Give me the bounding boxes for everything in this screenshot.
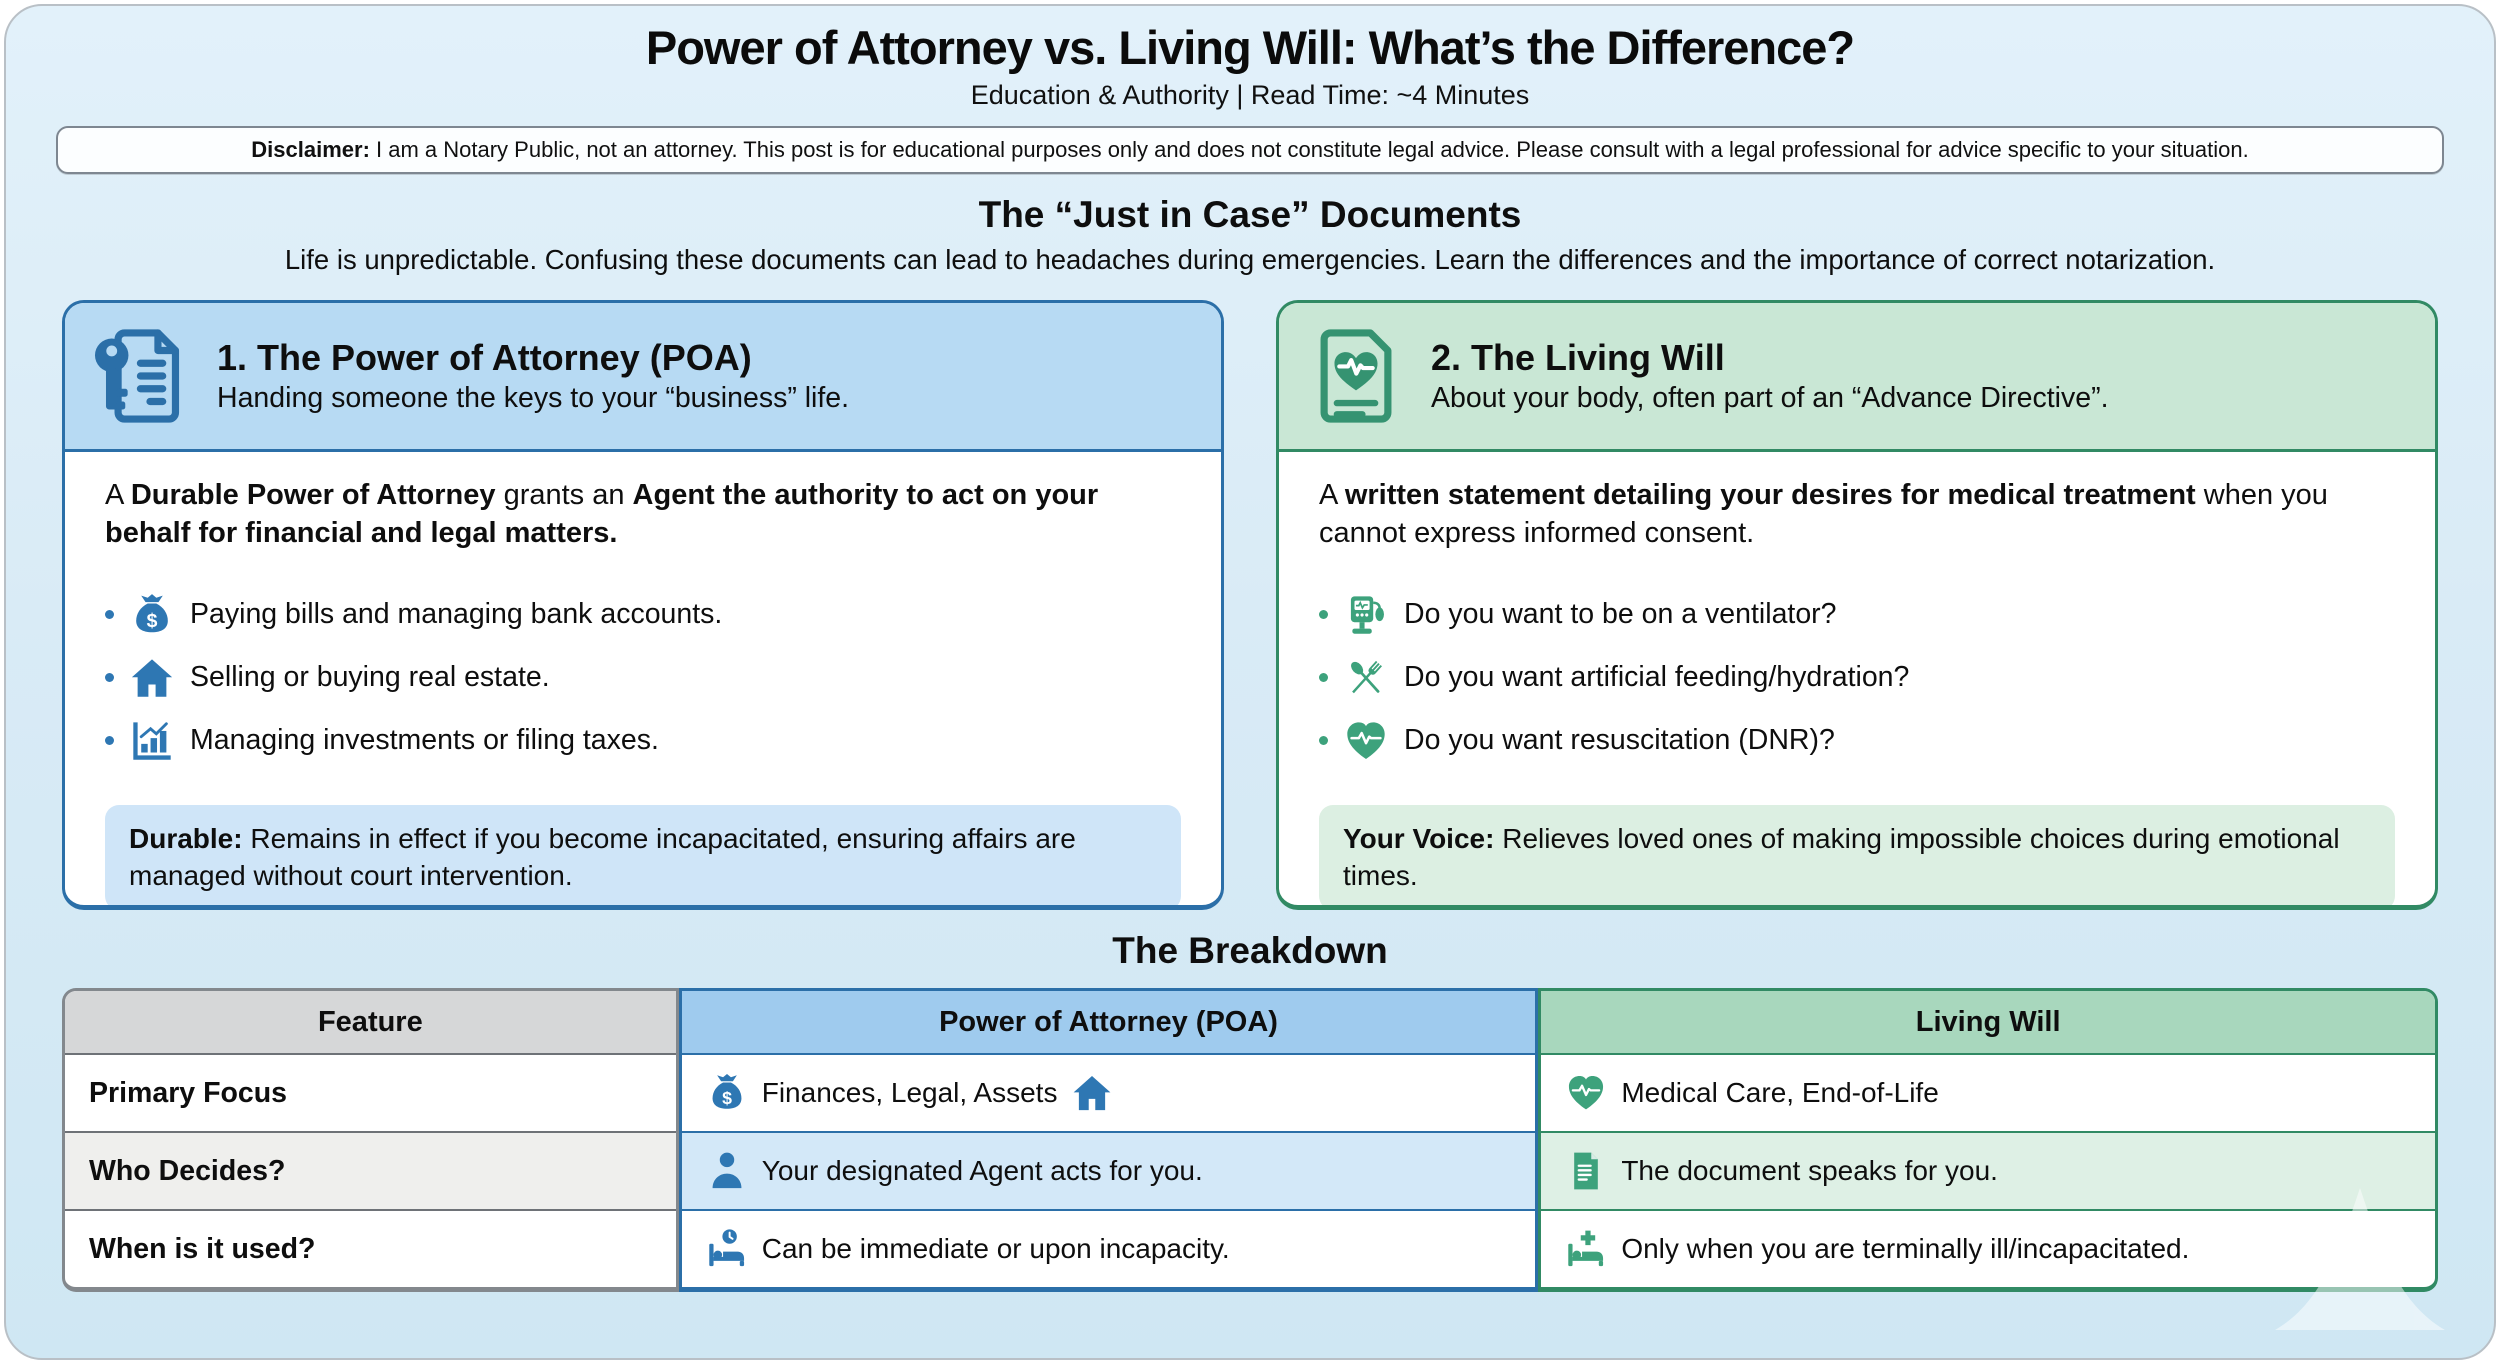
document-icon — [1565, 1150, 1607, 1192]
poa-bullet-investments: Managing investments or filing taxes. — [105, 718, 1181, 764]
poa-card-subtitle: Handing someone the keys to your “busine… — [217, 382, 850, 415]
house-icon — [1071, 1072, 1113, 1114]
breakdown-heading: The Breakdown — [1112, 930, 1388, 971]
money-bag-icon: $ — [706, 1072, 748, 1114]
page-subtitle: Education & Authority | Read Time: ~4 Mi… — [970, 80, 1530, 110]
lw-bullet-feeding: Do you want artificial feeding/hydration… — [1319, 655, 2395, 701]
living-will-highlight-box: Your Voice: Relieves loved ones of makin… — [1319, 804, 2395, 905]
section-subtext: Life is unpredictable. Confusing these d… — [284, 244, 2216, 275]
poa-bullet-realestate: Selling or buying real estate. — [105, 655, 1181, 701]
lw-cell-when-used: Only when you are terminally ill/incapac… — [1541, 1211, 2435, 1287]
cell-text: Medical Care, End-of-Life — [1621, 1077, 1939, 1108]
person-icon — [706, 1150, 748, 1192]
bullet-text: Do you want to be on a ventilator? — [1404, 598, 1837, 631]
bed-clock-icon — [706, 1228, 748, 1270]
svg-text:$: $ — [722, 1088, 732, 1108]
disclaimer-box: Disclaimer: I am a Notary Public, not an… — [56, 126, 2444, 174]
bullet-dot — [1319, 610, 1328, 620]
living-will-card-header-text: 2. The Living Will About your body, ofte… — [1431, 337, 2109, 415]
feature-cell-primary-focus: Primary Focus — [65, 1055, 676, 1133]
heart-pulse-icon — [1565, 1072, 1607, 1114]
money-bag-icon: $ — [129, 592, 175, 638]
poa-cell-primary-focus: $ Finances, Legal, Assets — [681, 1055, 1536, 1133]
bullet-dot — [105, 610, 114, 620]
lw-cell-primary-focus: Medical Care, End-of-Life — [1541, 1055, 2435, 1133]
cell-text: Finances, Legal, Assets — [761, 1077, 1058, 1108]
living-will-card-title: 2. The Living Will — [1431, 336, 1725, 378]
bullet-text: Do you want resuscitation (DNR)? — [1404, 724, 1835, 757]
feature-cell-who-decides: Who Decides? — [65, 1133, 676, 1211]
living-will-card-header: 2. The Living Will About your body, ofte… — [1279, 303, 2435, 452]
key-document-icon — [91, 325, 193, 427]
lw-bullet-ventilator: Do you want to be on a ventilator? — [1319, 592, 2395, 638]
living-will-card-subtitle: About your body, often part of an “Advan… — [1431, 382, 2109, 415]
poa-card-body: A Durable Power of Attorney grants an Ag… — [65, 452, 1221, 905]
heart-document-icon — [1305, 325, 1407, 427]
bullet-dot — [1319, 736, 1328, 746]
poa-intro: A Durable Power of Attorney grants an Ag… — [105, 479, 1099, 550]
bullet-dot — [105, 736, 114, 746]
page-title: Power of Attorney vs. Living Will: What’… — [645, 21, 1855, 74]
cell-text: Only when you are terminally ill/incapac… — [1621, 1233, 2190, 1264]
living-will-card-body: A written statement detailing your desir… — [1279, 452, 2435, 905]
lw-bullet-dnr: Do you want resuscitation (DNR)? — [1319, 718, 2395, 764]
cell-text: Your designated Agent acts for you. — [761, 1155, 1203, 1186]
living-will-column: Living Will Medical Care, End-of-Life — [1538, 988, 2438, 1292]
poa-cell-who-decides: Your designated Agent acts for you. — [681, 1133, 1536, 1211]
bar-chart-icon — [129, 718, 175, 764]
poa-column-header: Power of Attorney (POA) — [681, 991, 1536, 1055]
feature-column: Feature Primary Focus Who Decides? When … — [62, 988, 679, 1292]
poa-bullet-list: $ Paying bills and managing bank account… — [105, 575, 1181, 781]
house-icon — [129, 655, 175, 701]
bullet-dot — [105, 673, 114, 683]
poa-card-header: 1. The Power of Attorney (POA) Handing s… — [65, 303, 1221, 452]
poa-card-header-text: 1. The Power of Attorney (POA) Handing s… — [217, 337, 849, 415]
living-will-bullet-list: Do you want to be on a ventilator? — [1319, 575, 2395, 781]
living-will-intro: A written statement detailing your desir… — [1319, 479, 2328, 550]
infographic-panel: Power of Attorney vs. Living Will: What’… — [4, 4, 2496, 1360]
poa-highlight-box: Durable: Remains in effect if you become… — [105, 804, 1181, 905]
poa-card-title: 1. The Power of Attorney (POA) — [217, 336, 752, 378]
feature-cell-when-used: When is it used? — [89, 1232, 316, 1265]
ventilator-icon — [1343, 592, 1389, 638]
poa-card: 1. The Power of Attorney (POA) Handing s… — [62, 300, 1224, 910]
bullet-text: Do you want artificial feeding/hydration… — [1404, 661, 1910, 694]
cell-text: The document speaks for you. — [1621, 1155, 1998, 1186]
breakdown-table: Feature Primary Focus Who Decides? When … — [62, 988, 2438, 1292]
bullet-text: Managing investments or filing taxes. — [190, 724, 659, 757]
heart-pulse-icon — [1343, 718, 1389, 764]
bullet-text: Paying bills and managing bank accounts. — [190, 598, 723, 631]
lw-cell-who-decides: The document speaks for you. — [1541, 1133, 2435, 1211]
poa-column: Power of Attorney (POA) $ Finances, Lega… — [678, 988, 1539, 1292]
section-heading: The “Just in Case” Documents — [978, 194, 1522, 235]
svg-text:$: $ — [147, 610, 158, 632]
bullet-dot — [1319, 673, 1328, 683]
bed-plus-icon — [1565, 1228, 1607, 1270]
living-will-card: 2. The Living Will About your body, ofte… — [1276, 300, 2438, 910]
feature-column-header: Feature — [65, 991, 676, 1055]
living-will-column-header: Living Will — [1541, 991, 2435, 1055]
utensils-icon — [1343, 655, 1389, 701]
cell-text: Can be immediate or upon incapacity. — [761, 1233, 1230, 1264]
poa-cell-when-used: Can be immediate or upon incapacity. — [682, 1211, 1536, 1287]
poa-bullet-bills: $ Paying bills and managing bank account… — [105, 592, 1181, 638]
cards-row: 1. The Power of Attorney (POA) Handing s… — [62, 300, 2438, 910]
bullet-text: Selling or buying real estate. — [190, 661, 550, 694]
